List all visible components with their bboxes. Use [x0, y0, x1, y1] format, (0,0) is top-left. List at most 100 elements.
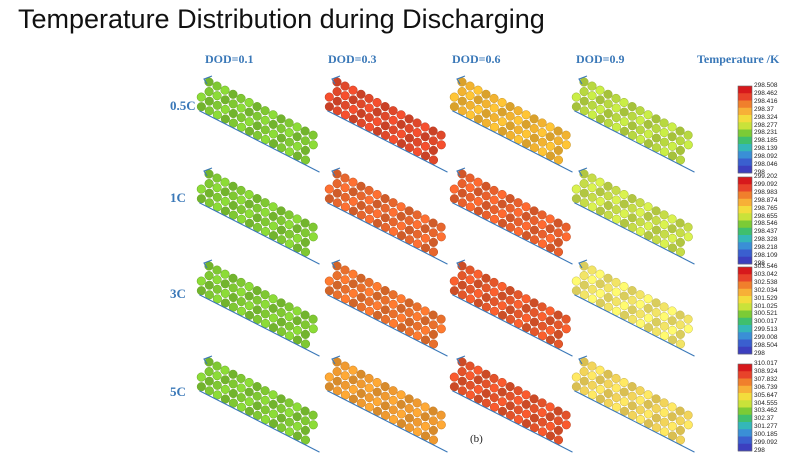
legend-tick-label: 298 — [754, 350, 765, 357]
battery-cell — [212, 380, 222, 390]
battery-cell — [449, 92, 459, 102]
battery-cell — [545, 325, 555, 335]
battery-cell — [340, 81, 350, 91]
battery-cell — [348, 384, 358, 394]
battery-cell — [204, 386, 214, 396]
battery-cell — [380, 295, 390, 305]
battery-cell — [627, 203, 637, 213]
battery-cell — [260, 106, 270, 116]
battery-cell — [595, 196, 605, 206]
battery-cell — [659, 229, 669, 239]
battery-cell — [420, 335, 431, 345]
legend-tick-label: 298.092 — [754, 153, 778, 161]
battery-cell — [268, 202, 278, 212]
battery-cell — [465, 110, 475, 120]
battery-cell — [204, 188, 214, 198]
battery-cell — [404, 307, 414, 318]
battery-cell — [388, 226, 399, 237]
battery-cell — [420, 151, 431, 161]
battery-cell — [428, 339, 439, 349]
battery-cell — [505, 222, 516, 232]
battery-cell — [428, 406, 438, 416]
battery-cell — [667, 421, 677, 431]
battery-cell — [473, 288, 483, 298]
battery-cell — [529, 413, 539, 423]
battery-cell — [595, 279, 605, 289]
battery-cell — [537, 417, 547, 427]
battery-cell — [553, 406, 563, 416]
battery-cell — [667, 224, 677, 234]
battery-cell — [505, 314, 516, 324]
battery-cell — [619, 199, 629, 209]
legend-swatch — [738, 107, 752, 116]
battery-cell — [643, 110, 653, 120]
battery-cell — [635, 405, 645, 415]
battery-cell — [404, 225, 414, 235]
battery-cell — [260, 217, 270, 227]
battery-cell — [412, 398, 422, 408]
battery-cell — [364, 373, 374, 383]
battery-cell — [260, 125, 270, 135]
battery-cell — [244, 301, 254, 311]
battery-cell — [529, 307, 539, 318]
battery-cell — [545, 141, 555, 151]
battery-cell — [244, 218, 255, 228]
battery-cell — [603, 302, 613, 312]
battery-cell — [537, 427, 548, 437]
battery-cell — [244, 209, 254, 219]
battery-cell — [587, 81, 597, 91]
battery-cell — [651, 114, 661, 124]
battery-cell — [675, 247, 686, 257]
legend-tick-label: 299.092 — [754, 180, 778, 188]
battery-cell — [268, 110, 278, 120]
battery-cell — [449, 194, 459, 204]
battery-cell — [635, 318, 646, 329]
battery-cell — [489, 122, 500, 132]
legend-swatch — [738, 443, 752, 452]
pack-baseline — [199, 294, 320, 357]
battery-cell — [675, 237, 685, 247]
battery-cell — [212, 294, 222, 304]
legend-tick-label: 298.508 — [754, 82, 778, 89]
battery-cell — [412, 128, 422, 138]
battery-cell — [465, 265, 475, 275]
battery-cell — [212, 202, 222, 212]
battery-cell — [276, 413, 286, 423]
battery-cell — [481, 379, 491, 389]
battery-cell — [308, 314, 318, 324]
battery-cell — [204, 198, 214, 208]
battery-cell — [497, 199, 507, 209]
battery-cell — [252, 203, 262, 213]
battery-cell — [372, 126, 383, 136]
battery-cell — [292, 325, 302, 335]
battery-cell — [236, 122, 247, 132]
battery-cell — [404, 298, 414, 308]
battery-cell — [268, 313, 278, 323]
battery-cell — [537, 331, 548, 341]
battery-cell — [457, 280, 467, 290]
battery-cell — [659, 321, 669, 331]
battery-cell — [396, 323, 407, 333]
battery-cell — [595, 187, 605, 197]
pack-baseline — [452, 110, 573, 173]
battery-cell — [481, 388, 491, 399]
battery-cell — [412, 408, 422, 418]
battery-cell — [260, 226, 271, 237]
battery-cell — [521, 303, 531, 313]
battery-cell — [436, 314, 446, 324]
battery-cell — [220, 187, 230, 197]
battery-cell — [420, 412, 430, 422]
battery-cell — [412, 147, 423, 157]
battery-cell — [236, 185, 246, 195]
battery-cell — [252, 305, 262, 315]
battery-cell — [356, 108, 366, 119]
battery-cell — [611, 277, 621, 287]
battery-cell — [635, 395, 645, 405]
battery-cell — [236, 195, 246, 205]
battery-cell — [244, 189, 254, 200]
battery-cell — [356, 292, 366, 303]
battery-cell — [505, 382, 515, 392]
battery-cell — [651, 317, 661, 327]
battery-cell — [404, 403, 414, 414]
battery-cell — [473, 177, 483, 187]
